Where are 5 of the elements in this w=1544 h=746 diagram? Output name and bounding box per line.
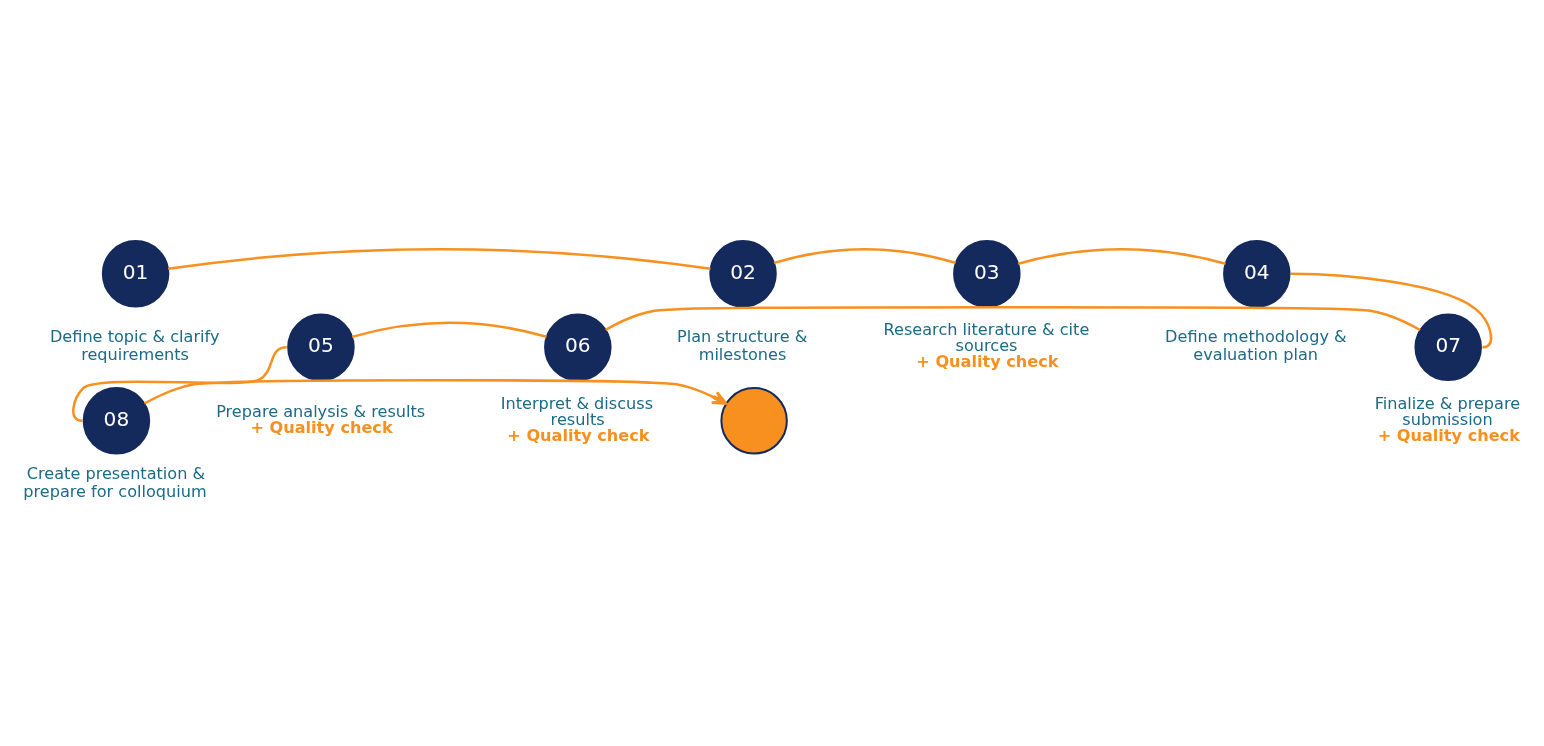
node-label: Define methodology & evaluation plan: [1164, 326, 1347, 364]
node-label: Define topic & clarify requirements: [49, 326, 219, 364]
node-label: Plan structure & milestones: [676, 326, 807, 364]
node-label: Prepare analysis & results: [215, 401, 425, 421]
node-label: Create presentation & prepare for colloquium: [22, 463, 207, 501]
